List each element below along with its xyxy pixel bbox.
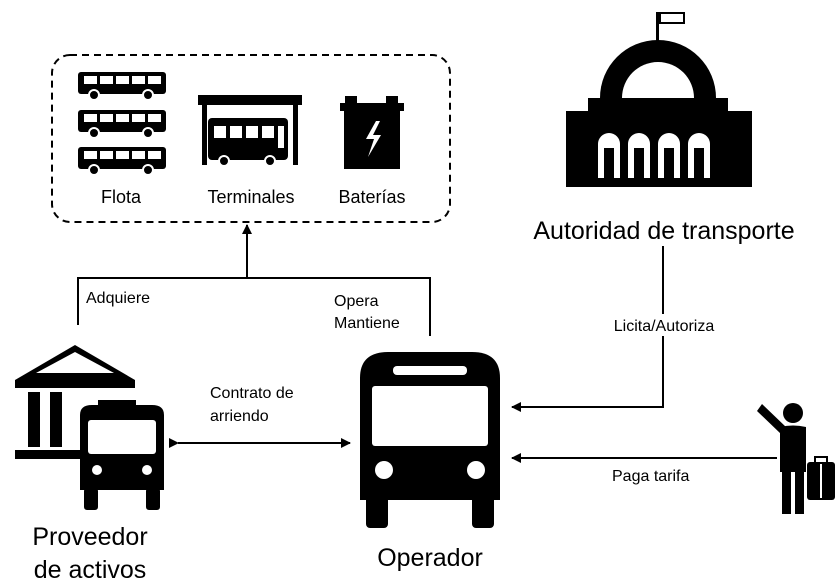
operates-label: Opera xyxy=(334,293,379,310)
government-building-icon xyxy=(566,12,752,187)
terminals-label: Terminales xyxy=(207,187,294,207)
operator-bus-icon xyxy=(360,352,500,528)
asset-provider-icon xyxy=(15,345,164,510)
batteries-label: Baterías xyxy=(338,187,405,207)
terminal-icon xyxy=(198,95,302,167)
fare-label: Paga tarifa xyxy=(612,468,689,485)
provider-label-line2: de activos xyxy=(34,556,147,584)
battery-icon xyxy=(340,96,404,169)
asset-link-line xyxy=(77,277,431,336)
fleet-label: Flota xyxy=(101,187,142,207)
lease-contract-label-line1: Contrato de xyxy=(210,385,294,402)
authority-label: Autoridad de transporte xyxy=(533,217,794,245)
maintains-label: Mantiene xyxy=(334,315,400,332)
assets-group: Flota Terminales Baterías xyxy=(51,54,451,223)
assets-group-border xyxy=(51,54,451,223)
acquires-label: Adquiere xyxy=(86,290,150,307)
tender-label-bg xyxy=(602,314,726,336)
tender-arrow xyxy=(511,246,664,412)
operator-label: Operador xyxy=(377,544,483,572)
connectors xyxy=(77,224,777,463)
fleet-icon xyxy=(78,72,166,176)
passenger-icon xyxy=(757,403,835,514)
tender-label: Licita/Autoriza xyxy=(614,318,715,335)
provider-label-line1: Proveedor xyxy=(32,523,147,551)
lease-contract-label-line2: arriendo xyxy=(210,408,269,425)
